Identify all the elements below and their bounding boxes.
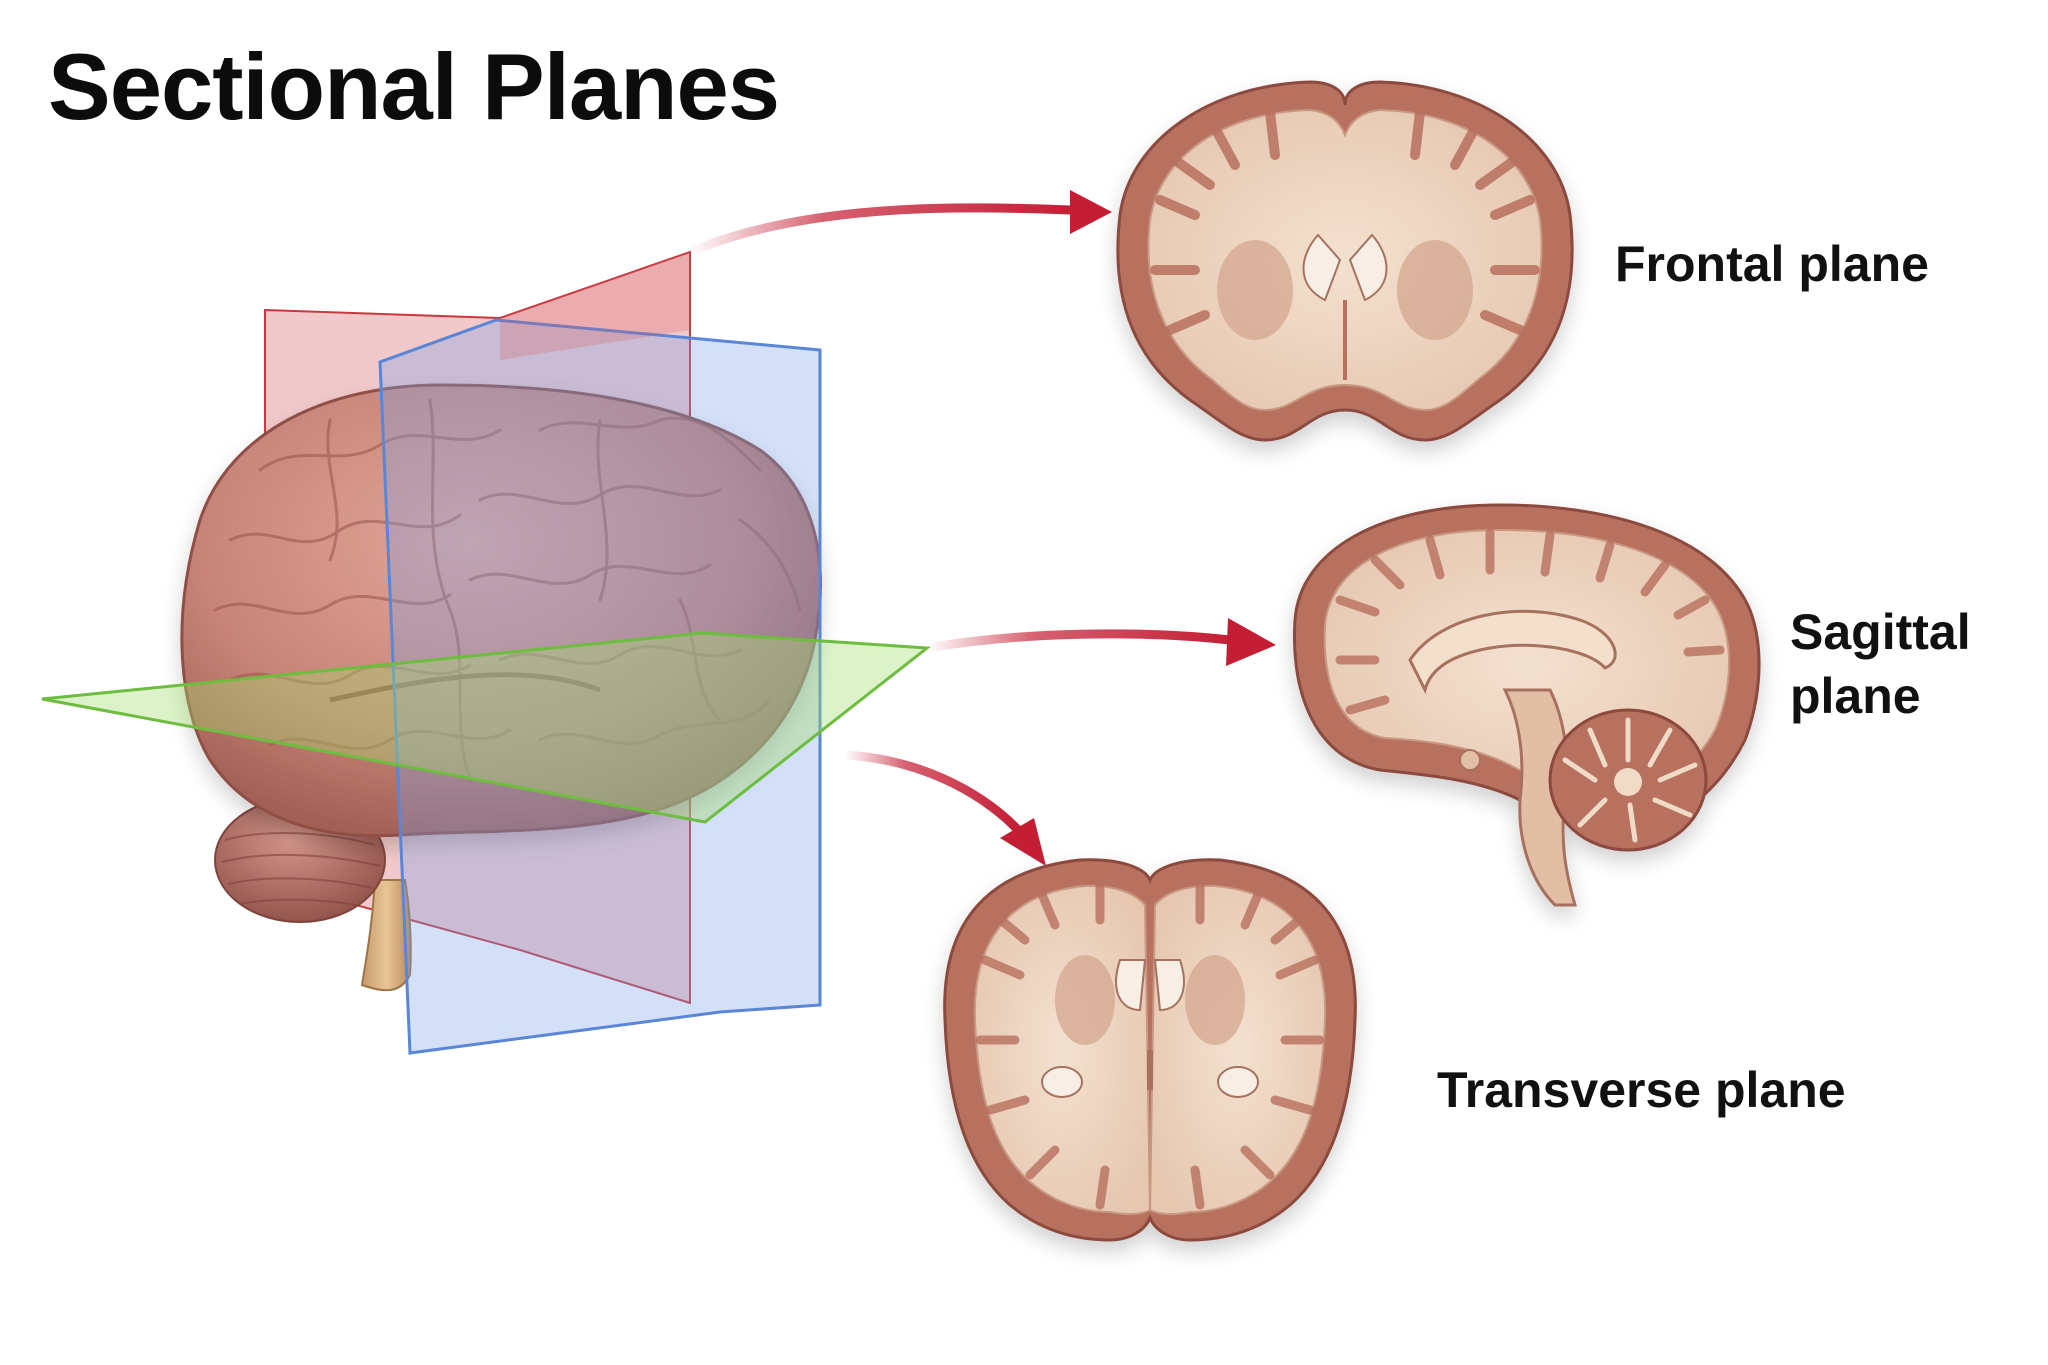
- arrow-icon: [1000, 818, 1046, 866]
- arrow-icon: [1070, 190, 1112, 234]
- sagittal-plane: [378, 318, 822, 1055]
- sagittal-plane-label: Sagittal plane: [1790, 604, 1971, 724]
- transverse-section-illustration: [943, 858, 1357, 1242]
- arrow-sagittal: [922, 618, 1276, 666]
- arrow-transverse: [840, 750, 1046, 866]
- brain-stem: [360, 879, 412, 992]
- frontal-section-illustration: [1116, 80, 1574, 442]
- transverse-plane-label: Transverse plane: [1437, 1062, 1846, 1118]
- brain-3d-illustration: [41, 250, 932, 1055]
- arrow-icon: [1226, 618, 1276, 666]
- sagittal-section-illustration: [1292, 503, 1761, 907]
- cerebrum: [180, 383, 822, 838]
- page-title: Sectional Planes: [48, 34, 780, 139]
- frontal-plane-label: Frontal plane: [1615, 236, 1929, 292]
- arrow-frontal: [685, 190, 1112, 257]
